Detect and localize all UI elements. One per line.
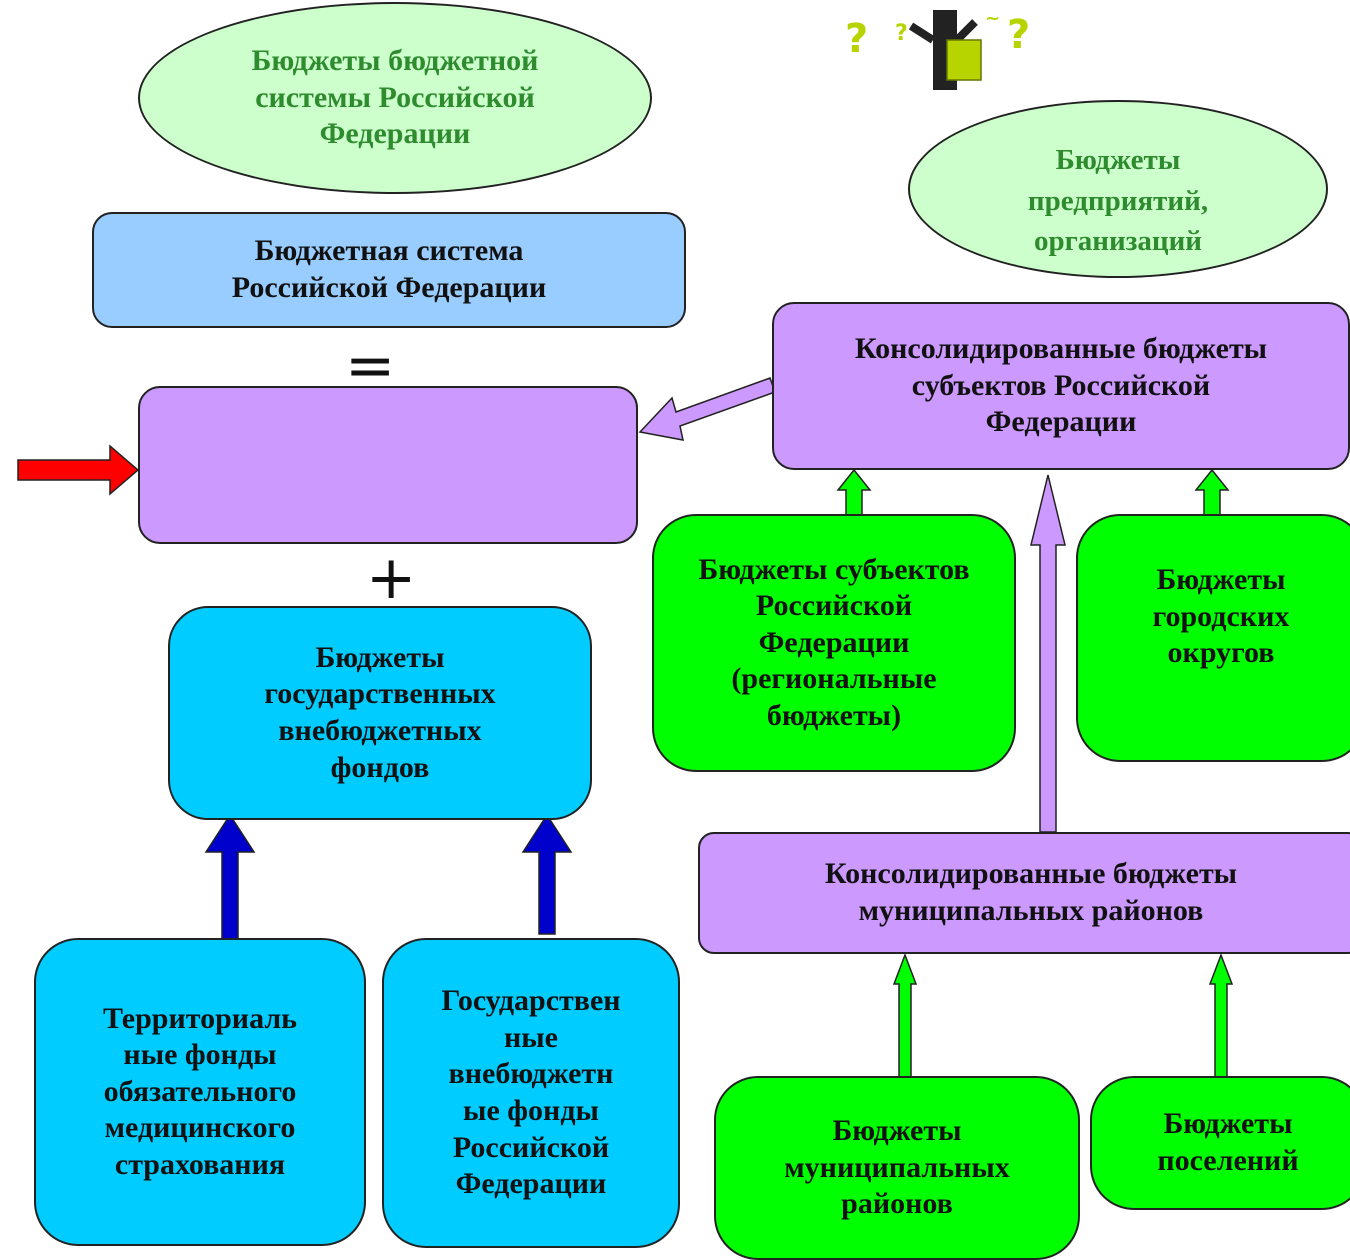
green-arrow-cities — [1194, 468, 1230, 519]
purple-arrow-vertical — [1030, 474, 1066, 833]
budget-system-rf-label: Бюджетная система Российской Федерации — [231, 234, 547, 304]
municipal-district-budgets-box: Бюджеты муниципальных районов — [714, 1076, 1080, 1260]
purple-arrow-to-federal — [638, 377, 776, 441]
blue-arrow-right — [521, 813, 573, 935]
svg-text:~: ~ — [985, 8, 1000, 29]
consolidated-municipal-box: Консолидированные бюджеты муниципальных … — [698, 832, 1350, 954]
state-extrabudgetary-funds-box: Бюджеты государственных внебюджетных фон… — [168, 606, 592, 820]
subject-budgets-label: Бюджеты субъектов Российской Федерации (… — [698, 552, 970, 732]
blue-arrow-left — [204, 813, 256, 941]
state-extrabudgetary-funds-label: Бюджеты государственных внебюджетных фон… — [264, 640, 496, 784]
svg-text:?: ? — [845, 16, 868, 62]
green-arrow-subjects — [836, 468, 872, 519]
settlement-budgets-label: Бюджеты поселений — [1157, 1107, 1299, 1177]
city-district-budgets-box: Бюджеты городских округов — [1076, 514, 1350, 762]
territorial-funds-label: Территориаль ные фонды обязательного мед… — [102, 1001, 298, 1181]
state-funds-rf-box: Государствен ные внебюджетн ые фонды Рос… — [382, 938, 680, 1248]
territorial-funds-box: Территориаль ные фонды обязательного мед… — [34, 938, 366, 1246]
budgets-of-enterprises-ellipse: Бюджеты предприятий, организаций — [908, 100, 1328, 278]
svg-text:?: ? — [1007, 12, 1030, 58]
thinking-figure-with-question-marks-icon: ? ? ? ~ — [845, 8, 1030, 90]
city-district-budgets-label: Бюджеты городских округов — [1152, 563, 1290, 670]
federal-budget-box — [138, 386, 638, 544]
budget-system-rf-box: Бюджетная система Российской Федерации — [92, 212, 686, 328]
settlement-budgets-box: Бюджеты поселений — [1090, 1076, 1350, 1210]
green-arrow-municipal — [892, 952, 918, 1079]
budgets-of-budget-system-ellipse: Бюджеты бюджетной системы Российской Фед… — [138, 2, 652, 194]
subject-budgets-box: Бюджеты субъектов Российской Федерации (… — [652, 514, 1016, 772]
svg-text:?: ? — [895, 21, 908, 46]
municipal-district-budgets-label: Бюджеты муниципальных районов — [784, 1114, 1010, 1221]
plus-sign: + — [366, 543, 417, 613]
consolidated-municipal-label: Консолидированные бюджеты муниципальных … — [824, 857, 1238, 927]
red-arrow — [17, 444, 140, 496]
green-arrow-settlements — [1208, 952, 1234, 1079]
state-funds-rf-label: Государствен ные внебюджетн ые фонды Рос… — [441, 984, 621, 1201]
budgets-of-budget-system-label: Бюджеты бюджетной системы Российской Фед… — [251, 44, 539, 151]
consolidated-subjects-label: Консолидированные бюджеты субъектов Росс… — [854, 332, 1268, 439]
consolidated-subjects-box: Консолидированные бюджеты субъектов Росс… — [772, 302, 1350, 470]
budgets-of-enterprises-label: Бюджеты предприятий, организаций — [1027, 144, 1209, 258]
